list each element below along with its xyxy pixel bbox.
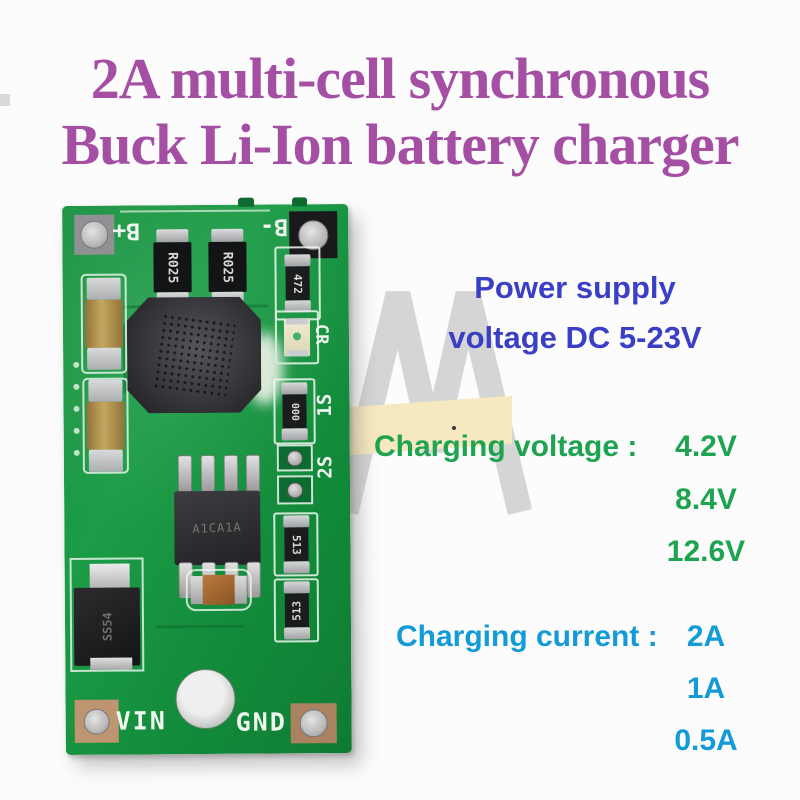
solder-jumper-pad (276, 444, 313, 472)
shunt-marking: R025 (164, 251, 181, 283)
shunt-resistor-right: R025 (208, 228, 247, 305)
screw-pad-top-left (74, 214, 115, 255)
via (73, 449, 80, 456)
diode-tab (89, 563, 130, 590)
mounting-hole (175, 668, 236, 730)
silkscreen-gnd: GND (235, 707, 287, 737)
led-glow (292, 332, 302, 341)
via (73, 405, 80, 412)
power-supply-spec: Power supply voltage DC 5-23V (420, 263, 730, 363)
product-title-line2: Buck Li-Ion battery charger (61, 112, 740, 177)
shunt-resistor-left: R025 (153, 229, 192, 306)
resistor-513-marking: 513 (289, 534, 303, 555)
via (73, 383, 80, 390)
silkscreen-2s: 2S (314, 455, 337, 479)
tantalum-capacitor-top (80, 273, 128, 374)
resistor-472-marking: 472 (291, 273, 305, 294)
shunt-marking: R025 (219, 251, 236, 283)
resistor-000: 000 (273, 378, 316, 445)
board-edge-tab (292, 197, 308, 207)
ic-marking: A1CA1A (192, 519, 243, 536)
charging-current-value-1: 2A (686, 620, 726, 653)
solder-jumper-pad (276, 475, 314, 505)
product-title: 2A multi-cell synchronous Buck Li-Ion ba… (0, 46, 800, 178)
diode-tab (90, 657, 133, 670)
resistor-000-marking: 000 (288, 402, 301, 421)
pcb-board: B+ B- R025 R025 472 CR (62, 197, 352, 755)
charging-voltage-value-2: 8.4V (675, 483, 737, 516)
power-inductor (127, 297, 262, 414)
ic-lead (223, 454, 239, 493)
charging-voltage-value-3: 12.6V (666, 535, 746, 568)
ic-lead (200, 454, 216, 494)
dust-speck (452, 426, 456, 430)
silkscreen-line (120, 209, 271, 213)
silkscreen-b-minus: B- (260, 213, 289, 240)
resistor-513-top: 513 (273, 512, 319, 577)
ic-lead (245, 454, 261, 493)
silkscreen-1s: 1S (313, 393, 337, 417)
charging-voltage-value-1: 4.2V (675, 430, 737, 463)
diode-marking: SS54 (99, 612, 115, 642)
resistor-513-bottom: 513 (273, 578, 320, 643)
charging-current-label: Charging current : (396, 620, 658, 653)
charging-current-value-3: 0.5A (674, 724, 738, 757)
silkscreen-cr: CR (311, 323, 332, 345)
copper-trace (155, 624, 246, 629)
schottky-diode: SS54 (69, 557, 145, 672)
via (73, 427, 80, 434)
resistor-513-marking: 513 (289, 600, 303, 621)
silkscreen-b-plus: B+ (112, 217, 141, 244)
edge-artifact (0, 94, 10, 106)
silkscreen-vin: VIN (115, 706, 167, 736)
screw-pad-bottom-right (290, 703, 337, 744)
board-edge-tab (238, 197, 255, 207)
tantalum-capacitor-bottom (82, 377, 129, 474)
product-title-line1: 2A multi-cell synchronous (90, 46, 710, 111)
ic-lead (177, 455, 193, 494)
via (73, 361, 80, 368)
power-supply-line2: voltage DC 5-23V (448, 320, 702, 355)
power-supply-line1: Power supply (474, 270, 676, 305)
inductor-marking-dots (152, 313, 235, 398)
charger-ic: A1CA1A (174, 490, 261, 566)
charging-current-value-2: 1A (686, 672, 726, 705)
ceramic-capacitor (185, 568, 252, 612)
charging-voltage-label: Charging voltage : (374, 430, 638, 463)
screw-pad-bottom-left (74, 699, 119, 743)
